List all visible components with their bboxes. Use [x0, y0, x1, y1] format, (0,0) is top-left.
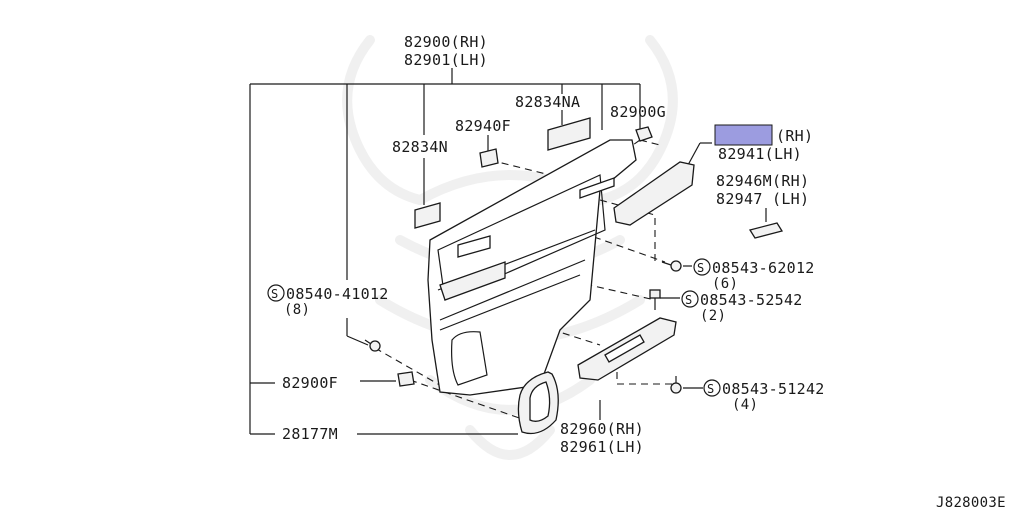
label-08543-62012: 08543-62012: [712, 259, 815, 277]
clip-82900F: [397, 371, 415, 387]
screw-62012: [661, 260, 682, 272]
clip-82900G: [635, 126, 653, 142]
label-82941-rh: (RH): [776, 127, 813, 145]
door-trim-panel: [427, 139, 637, 396]
label-82901-lh: 82901(LH): [404, 51, 488, 69]
label-82940F: 82940F: [455, 117, 511, 135]
qty-08543-52542: (2): [700, 308, 726, 324]
label-82900-rh: 82900(RH): [404, 33, 488, 51]
screw-symbol-letter: S: [685, 293, 693, 307]
clip-82940F: [479, 148, 499, 168]
screw-41012: [364, 339, 381, 352]
figure-code: J828003E: [936, 495, 1006, 510]
pad-82834N: [414, 202, 441, 229]
callout-labels: 82900(RH) 82901(LH) 82834NA 82900G 82940…: [267, 33, 1006, 510]
pad-82946M: [748, 222, 784, 239]
redaction-box: [714, 124, 773, 146]
screw-symbol-letter: S: [697, 261, 705, 275]
screw-51242: [670, 376, 682, 394]
qty-08543-51242: (4): [732, 397, 758, 413]
label-82900F: 82900F: [282, 374, 338, 392]
label-08543-52542: 08543-52542: [700, 291, 803, 309]
leader-lines: [249, 68, 767, 435]
label-82947-lh: 82947 (LH): [716, 190, 809, 208]
label-82900G: 82900G: [610, 103, 666, 121]
label-82941-lh: 82941(LH): [718, 145, 802, 163]
label-82946M-rh: 82946M(RH): [716, 172, 809, 190]
label-08543-51242: 08543-51242: [722, 380, 825, 398]
screw-symbol-letter: S: [271, 287, 279, 301]
label-82834N: 82834N: [392, 138, 448, 156]
qty-08540-41012: (8): [284, 302, 310, 318]
screw-symbol-icon: [703, 379, 721, 397]
speaker-grille-inner: [529, 381, 551, 422]
label-28177M: 28177M: [282, 425, 338, 443]
switch-bezel-slot: [604, 334, 645, 363]
pad-82834NA: [547, 117, 591, 151]
screw-symbol-icon: [267, 284, 285, 302]
label-82960-rh: 82960(RH): [560, 420, 644, 438]
label-82834NA: 82834NA: [515, 93, 580, 111]
armrest-82941: [613, 161, 695, 226]
screw-symbol-icon: [681, 290, 699, 308]
screw-symbol-icon: [693, 258, 711, 276]
screw-52542: [649, 289, 661, 310]
label-82961-lh: 82961(LH): [560, 438, 644, 456]
label-08540-41012: 08540-41012: [286, 285, 389, 303]
screw-symbol-letter: S: [707, 382, 715, 396]
qty-08543-62012: (6): [712, 276, 738, 292]
